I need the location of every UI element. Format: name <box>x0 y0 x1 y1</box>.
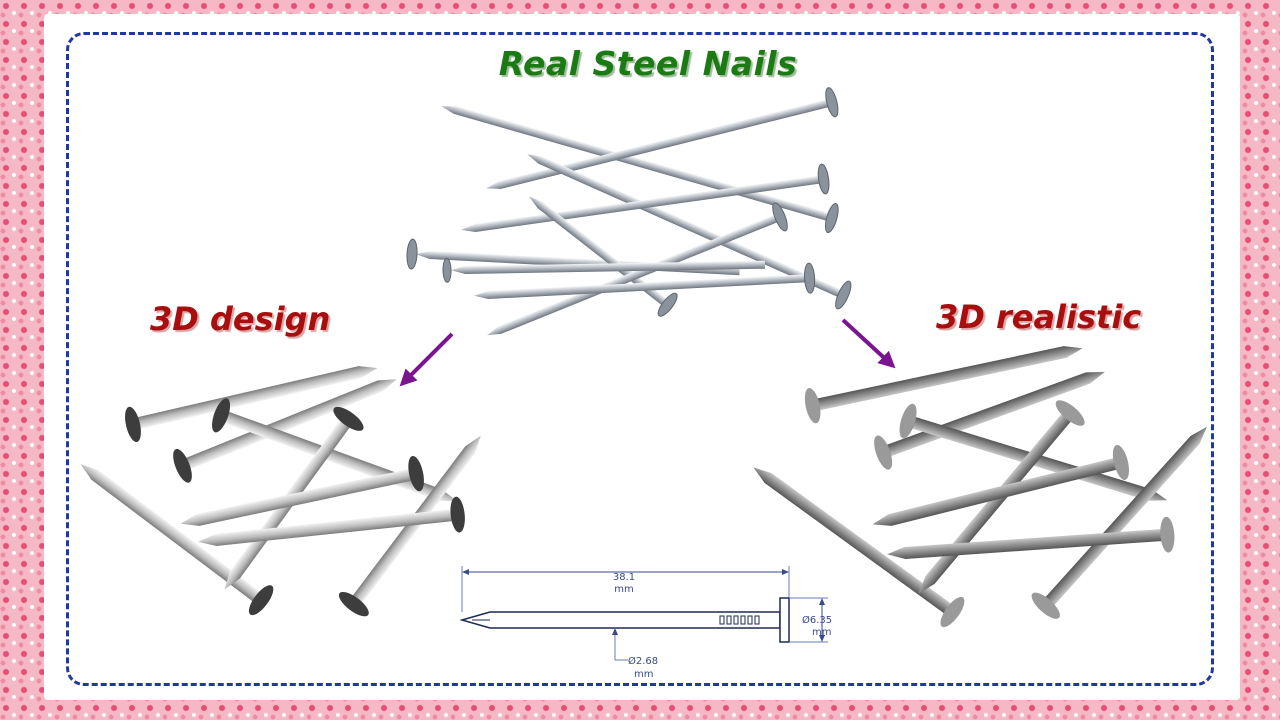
shank-diameter-value: Ø2.68 <box>628 655 658 667</box>
realistic-nails <box>753 346 1208 628</box>
realistic-label: 3D realistic <box>936 298 1142 336</box>
shank-diameter-unit: mm <box>634 669 653 680</box>
arrow-to-realistic <box>841 318 896 369</box>
nail-icon <box>872 444 1129 526</box>
head-diameter-value: Ø6.35 <box>802 614 832 626</box>
dashed-border <box>66 32 1214 686</box>
nail-icon <box>1031 426 1208 619</box>
real-nails-photo <box>406 87 852 336</box>
nail-icon <box>804 346 1083 424</box>
page-title: Real Steel Nails <box>498 44 798 83</box>
length-unit: mm <box>614 584 633 595</box>
nail-icon <box>474 262 816 299</box>
nail-icon <box>487 202 788 336</box>
nail-icon <box>887 516 1175 559</box>
nail-icon <box>173 379 397 483</box>
nail-icon <box>80 464 274 616</box>
nail-icon <box>753 467 965 628</box>
nail-icon <box>180 455 424 526</box>
design-nails <box>80 366 481 617</box>
nail-icon <box>125 366 378 443</box>
length-value: 38.1 <box>613 572 635 583</box>
nail-icon <box>442 257 766 283</box>
arrow-to-design <box>399 332 454 387</box>
technical-drawing: 38.1 mm Ø6.35 mm Ø2.68 mm <box>459 566 832 680</box>
head-diameter-unit: mm <box>812 627 831 638</box>
nail-icon <box>198 496 465 546</box>
nail-icon <box>486 87 839 189</box>
design-label: 3D design <box>150 300 331 338</box>
